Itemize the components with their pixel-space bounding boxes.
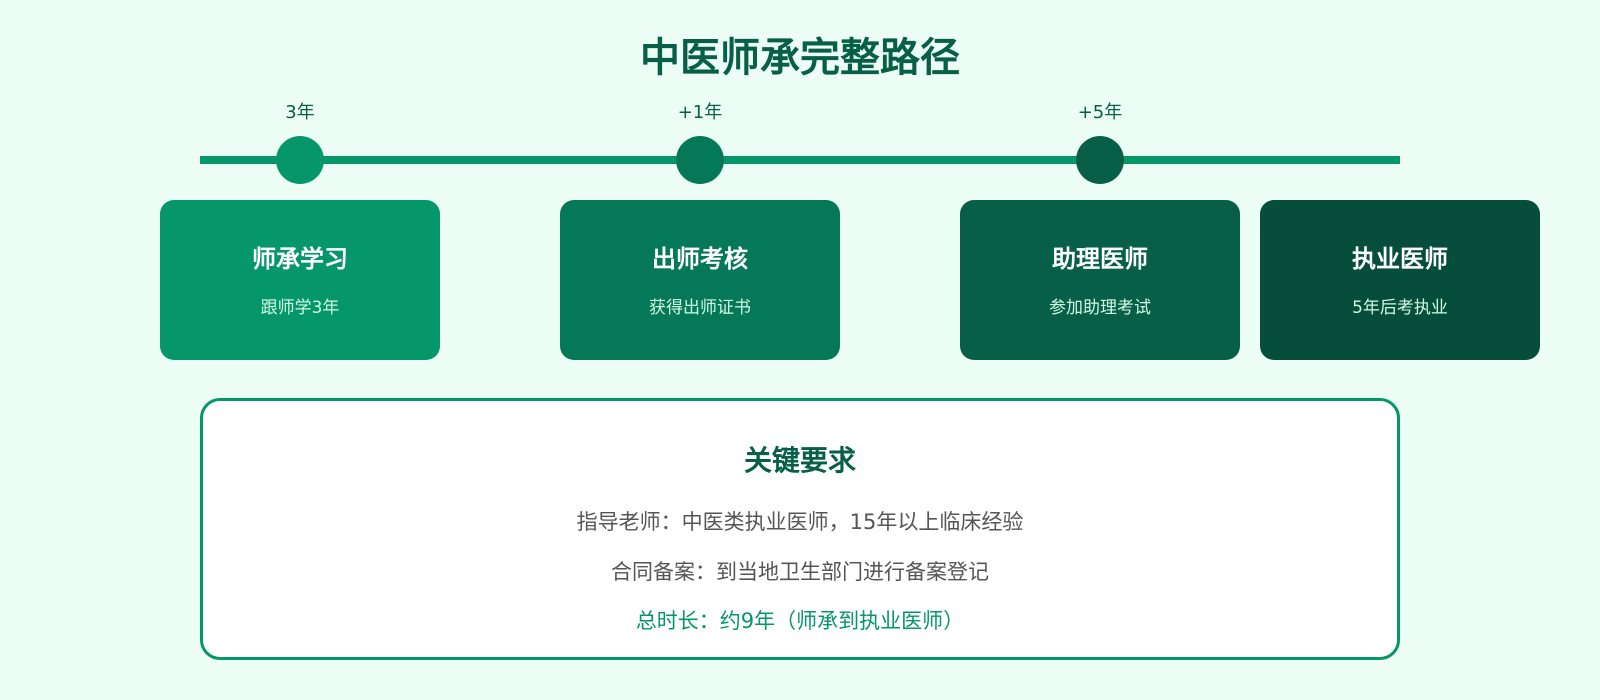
stage-card-assistant-physician: 助理医师 参加助理考试 (960, 200, 1240, 360)
timeline-milestone-1: 3年 (240, 98, 360, 188)
stage-title: 出师考核 (652, 245, 748, 273)
stage-title: 执业医师 (1352, 245, 1448, 273)
milestone-label: +1年 (677, 102, 723, 123)
requirement-total-duration: 总时长：约9年（师承到执业医师） (635, 609, 965, 633)
stage-card-assessment: 出师考核 获得出师证书 (560, 200, 840, 360)
stage-title: 助理医师 (1052, 245, 1148, 273)
timeline-milestone-2: +1年 (640, 98, 760, 188)
timeline-line (200, 156, 1400, 164)
stage-title: 师承学习 (252, 245, 348, 273)
requirements-title: 关键要求 (743, 444, 856, 477)
stage-subtitle: 5年后考执业 (1352, 298, 1448, 318)
requirements-box: 关键要求 指导老师：中医类执业医师，15年以上临床经验 合同备案：到当地卫生部门… (200, 398, 1400, 660)
milestone-dot-icon (676, 136, 724, 184)
stage-subtitle: 参加助理考试 (1049, 298, 1151, 318)
milestone-dot-icon (276, 136, 324, 184)
page-title: 中医师承完整路径 (640, 35, 960, 81)
milestone-label: 3年 (285, 102, 315, 123)
stage-card-apprenticeship: 师承学习 跟师学3年 (160, 200, 440, 360)
stage-subtitle: 获得出师证书 (649, 298, 751, 318)
stage-card-licensed-physician: 执业医师 5年后考执业 (1260, 200, 1540, 360)
requirement-contract: 合同备案：到当地卫生部门进行备案登记 (611, 560, 989, 584)
milestone-label: +5年 (1077, 102, 1123, 123)
milestone-dot-icon (1076, 136, 1124, 184)
requirement-mentor: 指导老师：中医类执业医师，15年以上临床经验 (576, 510, 1024, 534)
timeline-milestone-3: +5年 (1040, 98, 1160, 188)
stage-subtitle: 跟师学3年 (260, 298, 340, 318)
